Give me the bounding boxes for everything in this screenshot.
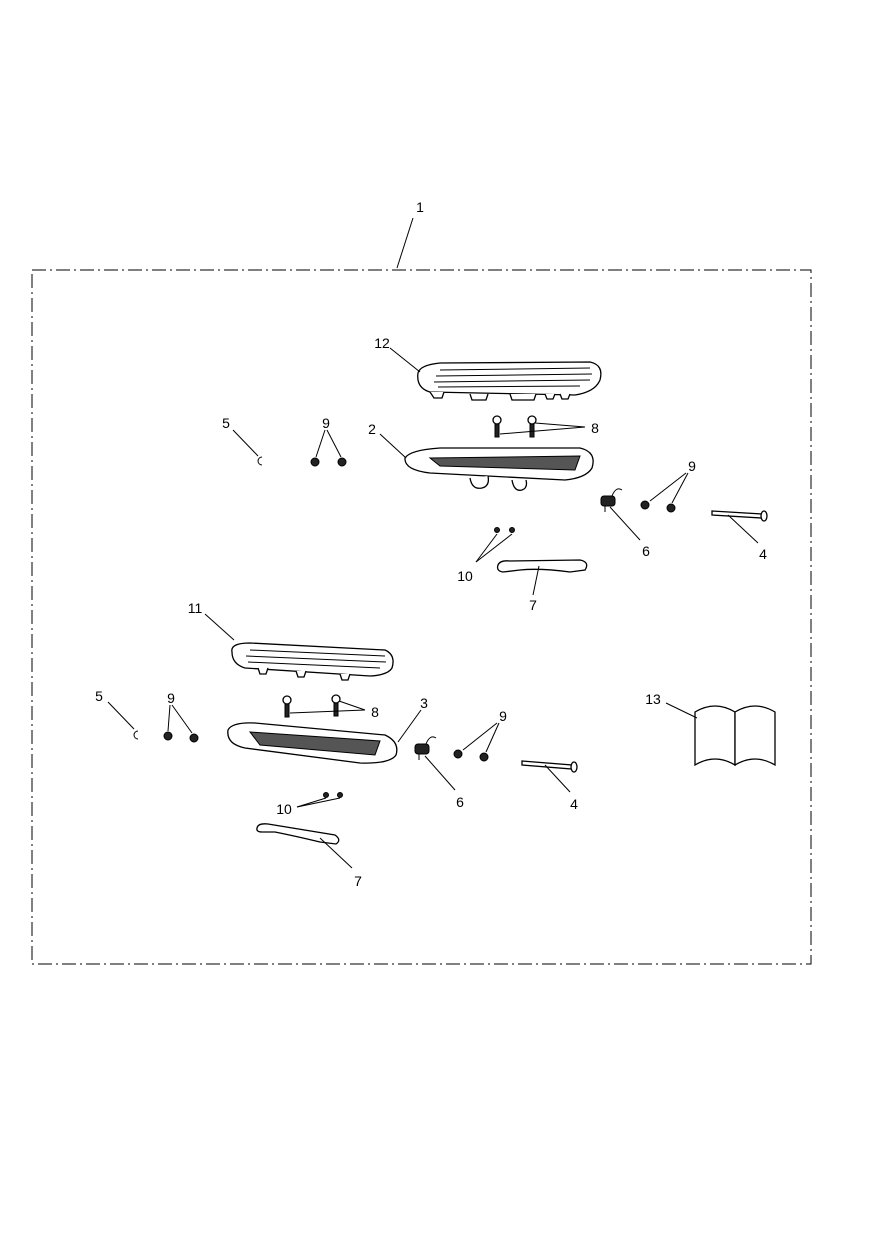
callout-13: 13 <box>645 691 661 707</box>
callout-1: 1 <box>416 199 424 215</box>
callout-8: 8 <box>371 704 379 720</box>
pin-lower <box>521 760 578 773</box>
callout-9: 9 <box>499 708 507 724</box>
callout-5: 5 <box>222 415 230 431</box>
footboard-base-lower <box>227 722 398 764</box>
bolts-upper <box>492 415 537 438</box>
callout-10: 10 <box>276 801 292 817</box>
bracket-upper <box>496 559 588 573</box>
callout-6: 6 <box>642 543 650 559</box>
callout-2: 2 <box>368 421 376 437</box>
callout-9: 9 <box>322 415 330 431</box>
callout-8: 8 <box>591 420 599 436</box>
kit-boundary <box>31 269 812 965</box>
spring-upper <box>600 488 623 512</box>
footboard-cover-lower <box>231 642 394 681</box>
callout-11: 11 <box>188 600 203 616</box>
nuts-upper-right <box>640 500 676 513</box>
callout-5: 5 <box>95 688 103 704</box>
callout-10: 10 <box>457 568 473 584</box>
nuts-lower-left <box>163 731 199 743</box>
callout-7: 7 <box>529 597 537 613</box>
bracket-lower <box>256 823 340 845</box>
instruction-booklet <box>694 705 776 767</box>
footboard-cover-upper <box>417 361 602 401</box>
callout-9: 9 <box>167 690 175 706</box>
nuts-upper-left <box>310 457 347 467</box>
spring-lower <box>414 736 437 760</box>
callout-7: 7 <box>354 873 362 889</box>
clip-lower <box>133 730 139 740</box>
screws-lower <box>323 792 343 798</box>
bolts-lower <box>282 694 341 718</box>
callout-12: 12 <box>374 335 390 351</box>
callout-3: 3 <box>420 695 428 711</box>
callout-4: 4 <box>570 796 578 812</box>
clip-upper <box>257 456 263 466</box>
callout-labels: 1 12 2 8 5 9 9 6 4 10 7 11 8 3 5 9 9 6 4… <box>95 199 767 889</box>
screws-upper <box>494 527 515 533</box>
callout-9: 9 <box>688 458 696 474</box>
nuts-lower-right <box>453 749 489 762</box>
pin-upper <box>711 510 768 522</box>
footboard-base-upper <box>404 447 594 491</box>
callout-6: 6 <box>456 794 464 810</box>
callout-4: 4 <box>759 546 767 562</box>
